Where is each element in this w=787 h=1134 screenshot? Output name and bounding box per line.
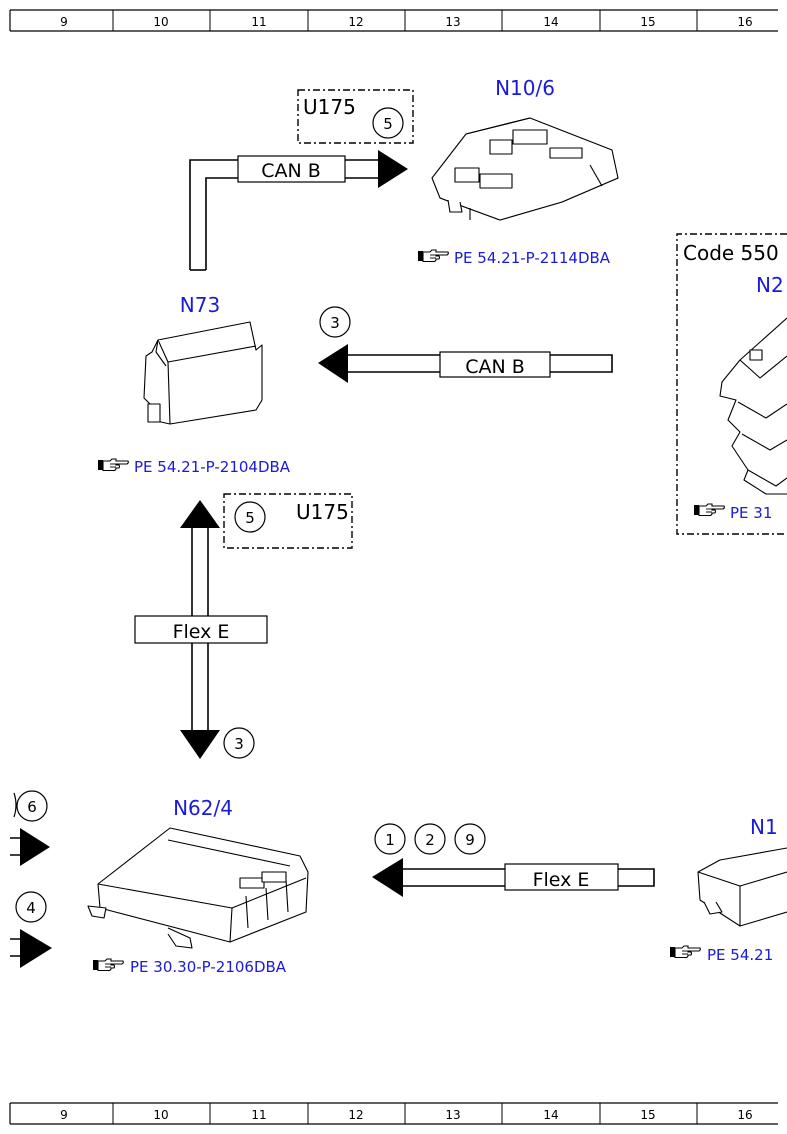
grid-col-label: 9 [60,15,68,29]
optional-box-u175-top: U175 5 [297,89,414,144]
component-code: N62/4 [173,796,233,820]
arrow-head [20,929,52,968]
module-drawing [719,317,787,495]
marker-number: 6 [27,798,37,816]
component-n10-6: N10/6 PE 54.21-P-2114DBA [417,76,619,267]
pointing-hand-icon [92,958,124,972]
bus-can-b-top: CAN B [189,150,408,271]
bus-label: Flex E [533,869,590,891]
grid-col-label: 13 [445,15,460,29]
grid-col-label: 16 [737,1108,752,1122]
module-drawing [87,827,309,949]
optional-box-label: U175 [296,500,349,524]
component-ref[interactable]: PE 54.21-P-2114DBA [454,249,611,267]
bus-flex-e-bottom: 1 2 9 Flex E [372,823,655,897]
arrow-head-down [180,730,220,759]
optional-box-u175-mid: 5 U175 [223,493,353,549]
marker-number: 5 [245,509,255,527]
component-ref[interactable]: PE 31 [730,504,772,522]
marker-number: 3 [330,314,340,332]
grid-col-label: 16 [737,15,752,29]
grid-col-label: 15 [640,1108,655,1122]
pointing-hand-icon [693,503,725,517]
component-n73: N73 PE 54.21-P-2104DBA [97,293,291,476]
component-ref[interactable]: PE 54.21-P-2104DBA [134,458,291,476]
grid-col-label: 12 [348,15,363,29]
marker-number: 9 [465,831,475,849]
component-code: N10/6 [495,76,555,100]
bus-label: Flex E [173,621,230,643]
grid-ruler-bottom: 9 10 11 12 13 14 15 16 [9,1102,778,1125]
marker-number: 3 [234,735,244,753]
optional-box-label: U175 [303,95,356,119]
code-box-label: Code 550 [683,241,779,265]
code-box: Code 550 N2 PE 31 [676,233,787,535]
bus-label: CAN B [261,160,321,182]
component-ref[interactable]: PE 54.21 [707,946,773,964]
marker-number: 2 [425,831,435,849]
marker-number: 5 [383,115,393,133]
component-code: N73 [180,293,220,317]
grid-col-label: 12 [348,1108,363,1122]
component-n1-partial: N1 PE 54.21 [669,815,787,964]
bus-can-b-mid: 3 CAN B [318,306,613,383]
arrow-head-up [180,500,220,528]
grid-col-label: 10 [153,1108,168,1122]
grid-col-label: 14 [543,1108,558,1122]
grid-col-label: 15 [640,15,655,29]
component-ref[interactable]: PE 30.30-P-2106DBA [130,958,287,976]
grid-col-label: 11 [251,1108,266,1122]
component-code: N1 [750,815,778,839]
pointing-hand-icon [97,458,129,472]
bus-flex-e-vertical: Flex E 3 [134,500,268,759]
arrow-head [372,858,403,897]
grid-col-label: 10 [153,15,168,29]
grid-col-label: 13 [445,1108,460,1122]
grid-ruler-top: 9 10 11 12 13 14 15 16 [9,9,778,32]
left-connectors: 6 4 [10,790,52,968]
marker-number: 4 [26,899,36,917]
pointing-hand-icon [417,249,449,263]
grid-col-label: 11 [251,15,266,29]
arrow-head [20,828,50,866]
marker-number: 1 [385,831,395,849]
pointing-hand-icon [669,945,701,959]
bus-label: CAN B [465,356,525,378]
component-code: N2 [756,273,784,297]
component-n62-4: N62/4 PE 30.30-P-2106DBA [87,796,309,976]
module-drawing [143,321,263,425]
arrow-head [318,344,348,383]
grid-col-label: 9 [60,1108,68,1122]
module-drawing [697,847,787,927]
arrow-head [378,150,408,188]
grid-col-label: 14 [543,15,558,29]
module-drawing [431,117,619,221]
